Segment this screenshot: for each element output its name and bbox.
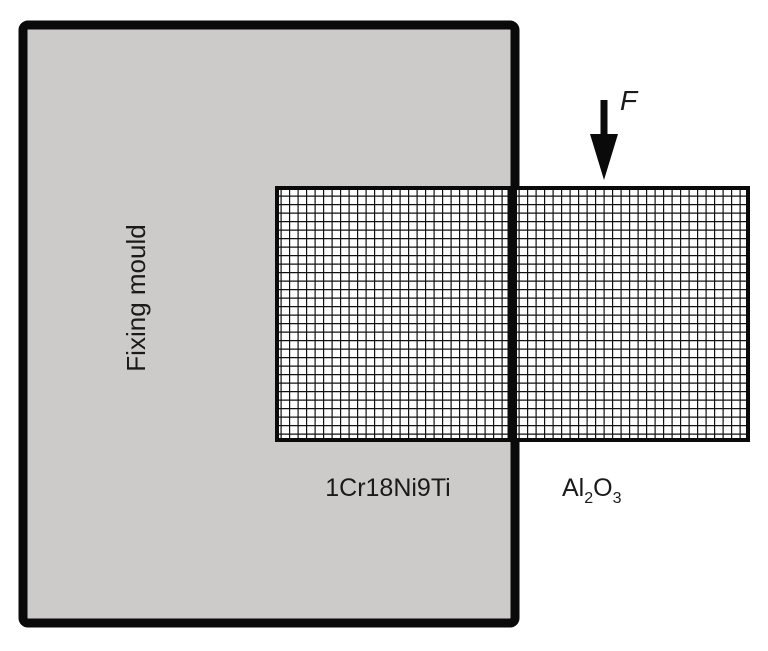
ceramic-label-base: Al	[562, 474, 584, 502]
ceramic-label-sub1: 2	[584, 490, 593, 507]
ceramic-label-mid: O	[593, 474, 612, 502]
steel-specimen	[275, 186, 512, 442]
force-arrow-icon	[590, 100, 618, 180]
steel-label: 1Cr18Ni9Ti	[325, 474, 451, 502]
mould-label: Fixing mould	[121, 224, 151, 371]
ceramic-specimen	[513, 186, 750, 442]
ceramic-label: Al2O3	[562, 474, 622, 507]
force-label: F	[620, 85, 639, 116]
ceramic-label-sub2: 3	[613, 490, 622, 507]
